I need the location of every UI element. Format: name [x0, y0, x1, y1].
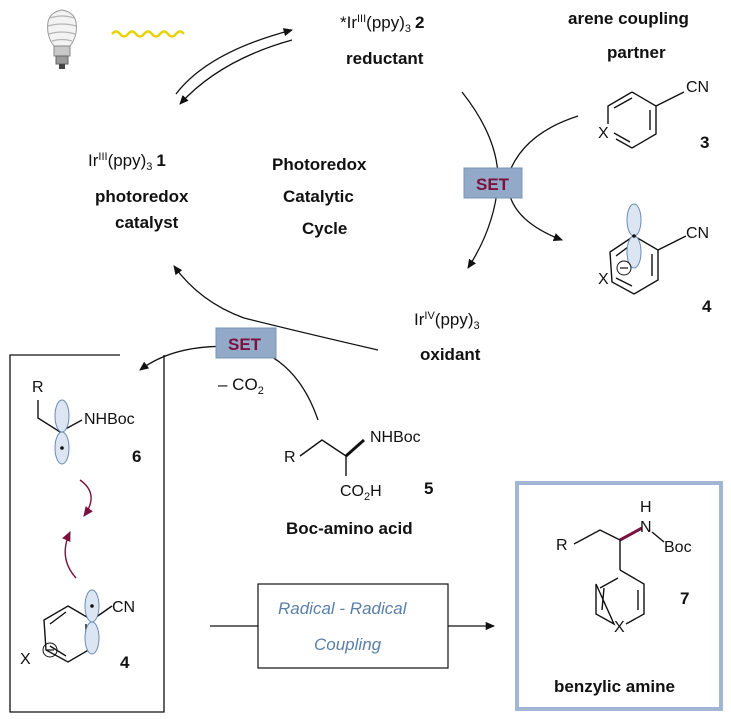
arene-3-cn: CN — [686, 79, 709, 96]
set-label-right: SET — [476, 175, 510, 194]
photoredox-role-line2: catalyst — [115, 213, 179, 232]
amino-acid-5-co2h: CO2H — [340, 483, 382, 503]
radical-anion-4-number: 4 — [702, 297, 712, 316]
light-wave-icon — [111, 30, 185, 38]
arene-heading-line1: arene coupling — [568, 9, 689, 28]
set-box-right — [463, 167, 523, 199]
oxidation-arc — [173, 265, 379, 351]
oxidant-label: oxidant — [420, 345, 481, 364]
alpha-amino-radical-6-structure: R NHBoc — [32, 379, 135, 465]
coupling-step-box — [257, 583, 449, 669]
minus-co2-label: – CO2 — [218, 375, 264, 397]
reductant-label: reductant — [346, 49, 424, 68]
light-bulb-icon — [47, 9, 77, 69]
radical-anion-box-number: 4 — [120, 653, 130, 672]
cycle-title-line1: Photoredox — [272, 155, 367, 174]
coupling-step-line1: Radical - Radical — [278, 599, 408, 618]
radical-anion-4-box-structure: CN X — [20, 589, 135, 668]
arene-3-x: X — [598, 125, 609, 142]
intermediates-bracket — [9, 354, 165, 713]
arene-heading-line2: partner — [607, 43, 666, 62]
relaxation-arrow — [179, 39, 293, 105]
radical-6-number: 6 — [132, 447, 141, 466]
set-box-left — [215, 327, 277, 359]
product-7-r: R — [556, 537, 568, 554]
excitation-arrow — [175, 28, 294, 95]
radical-anion-box-cn: CN — [112, 599, 135, 616]
product-box — [515, 481, 723, 711]
product-7-h: H — [640, 499, 652, 516]
product-7-x: X — [614, 619, 625, 636]
amino-acid-5-nhboc: NHBoc — [370, 429, 421, 446]
radical-anion-4-x: X — [598, 271, 609, 288]
oxidant-catalyst-label: IrIV(ppy)3 — [414, 310, 480, 332]
radical-6-r: R — [32, 379, 44, 396]
radical-6-nhboc: NHBoc — [84, 411, 135, 428]
amino-acid-5-r: R — [284, 449, 296, 466]
radical-anion-4-structure: CN X — [598, 203, 709, 295]
product-7-n: N — [640, 519, 652, 536]
product-7-boc: Boc — [664, 539, 692, 556]
upper-coupling-arrow — [79, 479, 93, 517]
product-7-number: 7 — [680, 589, 689, 608]
amino-acid-5-number: 5 — [424, 479, 433, 498]
arene-3-number: 3 — [700, 133, 709, 152]
set-label-left: SET — [228, 335, 262, 354]
radical-anion-box-x: X — [20, 651, 31, 668]
amino-acid-5-label: Boc-amino acid — [286, 519, 413, 538]
cycle-title-line3: Cycle — [302, 219, 347, 238]
cycle-title-line2: Catalytic — [283, 187, 354, 206]
arene-3-structure: CN X — [598, 79, 709, 149]
product-7-label: benzylic amine — [554, 677, 675, 696]
product-7-structure: R H N Boc X — [556, 499, 692, 636]
photoredox-role-line1: photoredox — [95, 187, 189, 206]
coupling-step-line2: Coupling — [314, 635, 382, 654]
radical-anion-4-cn: CN — [686, 225, 709, 242]
lower-coupling-arrow — [62, 530, 77, 579]
amino-acid-5-structure: R NHBoc CO2H — [284, 429, 421, 503]
